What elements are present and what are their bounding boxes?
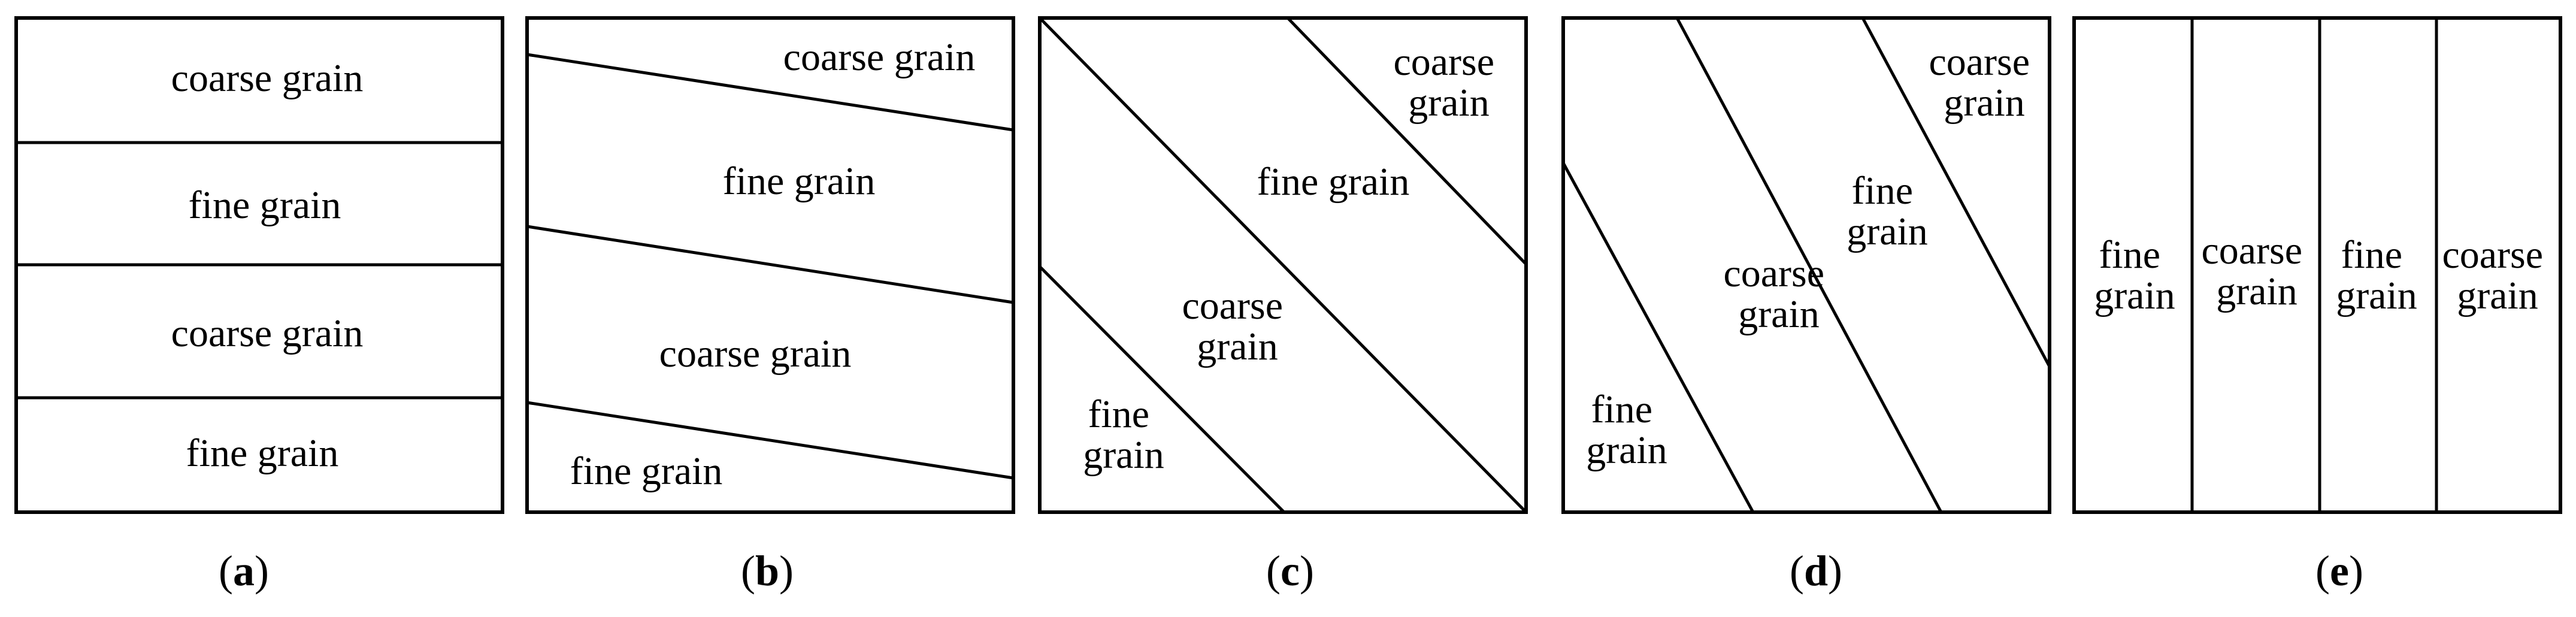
panel-e-region-3-label: fine grain xyxy=(2336,233,2417,317)
panel-a-region-1-label: coarse grain xyxy=(171,56,364,100)
panel-a-region-4-label: fine grain xyxy=(186,431,339,475)
panel-d-region-4-label: fine grain xyxy=(1586,388,1667,472)
panel-a-region-3-label: coarse grain xyxy=(171,311,364,355)
panel-c: coarse grain fine grain coarse grain fin… xyxy=(1038,16,1528,595)
panel-d: coarse grain fine grain coarse grain fin… xyxy=(1561,16,2051,595)
panel-d-region-2-label: fine grain xyxy=(1847,169,1928,253)
panel-b-divider-2 xyxy=(526,225,1014,304)
panel-e-frame xyxy=(2072,16,2562,514)
panel-b-divider-1 xyxy=(526,53,1014,132)
panel-b-region-1-label: coarse grain xyxy=(783,35,976,79)
panel-d-divider-3 xyxy=(1561,162,1755,513)
panel-b: coarse grain fine grain coarse grain fin… xyxy=(525,16,1015,595)
panel-b-divider-3 xyxy=(526,401,1014,480)
panel-d-region-3-label: coarse grain xyxy=(1723,252,1834,336)
panel-e-region-4-label: coarse grain xyxy=(2442,233,2553,317)
panel-b-region-3-label: coarse grain xyxy=(659,332,852,376)
panel-c-region-1-label: coarse grain xyxy=(1393,40,1504,125)
panel-a-region-2-label: fine grain xyxy=(189,183,341,227)
panel-d-region-1-label: coarse grain xyxy=(1929,40,2039,125)
panel-d-divider-2 xyxy=(1675,17,1943,513)
panel-a: coarse grain fine grain coarse grain fin… xyxy=(14,16,504,595)
panel-b-caption: (b) xyxy=(741,547,794,595)
panel-e-region-2-label: coarse grain xyxy=(2201,229,2312,313)
panel-c-divider-2 xyxy=(1039,17,1527,513)
panel-c-divider-1 xyxy=(1287,17,1527,265)
panel-b-frame xyxy=(525,16,1015,514)
panel-d-frame xyxy=(1561,16,2051,514)
panel-c-region-3-label: coarse grain xyxy=(1182,284,1292,368)
panel-c-region-2-label: fine grain xyxy=(1257,160,1410,204)
panel-b-region-2-label: fine grain xyxy=(723,159,876,203)
panel-e-region-1-label: fine grain xyxy=(2094,233,2175,317)
panel-c-caption: (c) xyxy=(1266,547,1314,595)
panel-b-region-4-label: fine grain xyxy=(570,449,723,493)
panel-d-divider-1 xyxy=(1861,17,2051,368)
panel-c-divider-3 xyxy=(1039,265,1285,513)
panel-c-region-4-label: fine grain xyxy=(1083,392,1164,477)
panel-e: fine grain coarse grain fine grain coars… xyxy=(2072,16,2562,595)
panel-d-caption: (d) xyxy=(1790,547,1842,595)
panel-e-caption: (e) xyxy=(2315,547,2363,595)
panel-a-caption: (a) xyxy=(219,547,269,595)
